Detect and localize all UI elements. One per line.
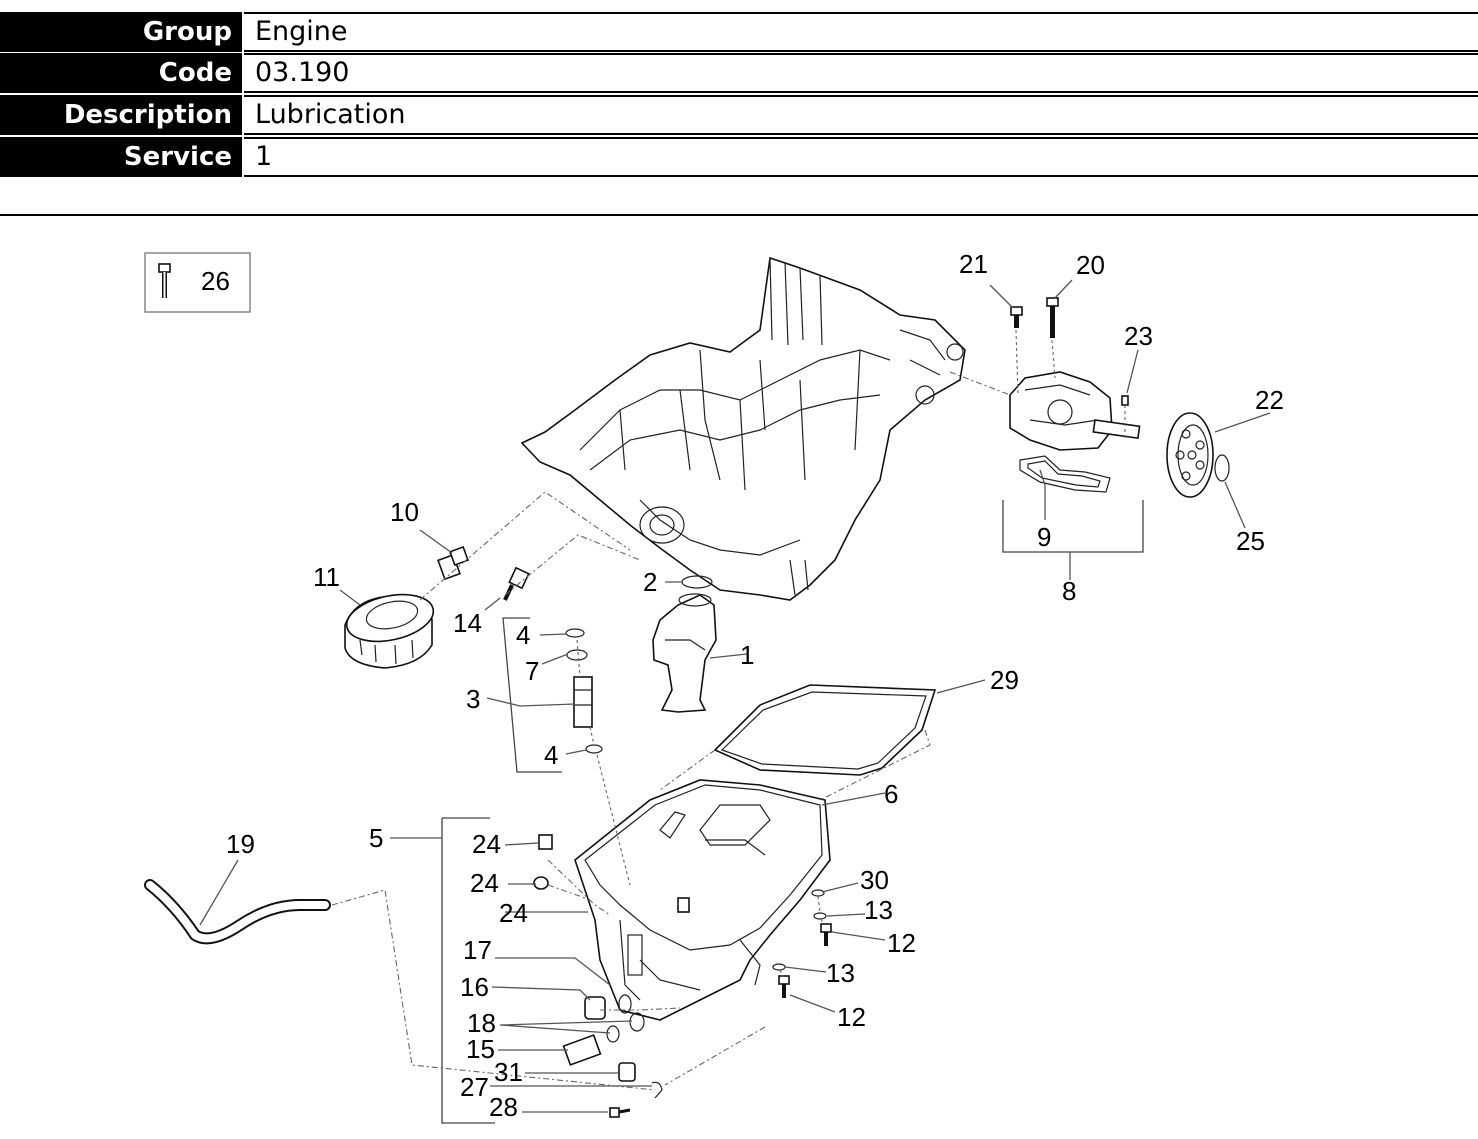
oil-pressure-sensor-drawing — [503, 566, 530, 601]
assembly-lines — [331, 329, 1126, 1091]
drain-plug-16-drawing — [584, 994, 632, 1020]
callout-21: 21 — [959, 249, 988, 279]
callout-15: 15 — [466, 1034, 495, 1064]
callout-20: 20 — [1076, 250, 1105, 280]
screw-12a-drawing — [820, 923, 832, 946]
header-label-group: Group — [0, 12, 242, 52]
callout-9: 9 — [1037, 522, 1051, 552]
screw-21-drawing — [1010, 306, 1023, 328]
header-label-service: Service — [0, 137, 242, 177]
plug-24b-drawing — [533, 876, 549, 890]
callout-28: 28 — [489, 1092, 518, 1122]
callout-24c: 24 — [499, 898, 528, 928]
callout-1: 1 — [740, 640, 754, 670]
oil-strainer-drawing — [652, 575, 717, 713]
callout-10: 10 — [390, 497, 419, 527]
callout-27: 27 — [460, 1072, 489, 1102]
callout-14: 14 — [453, 608, 482, 638]
callout-12a: 12 — [887, 928, 916, 958]
callout-25: 25 — [1236, 526, 1265, 556]
callout-4a: 4 — [516, 620, 530, 650]
screw-12b-drawing — [778, 975, 790, 998]
callout-3: 3 — [466, 684, 480, 714]
callout-5: 5 — [369, 823, 383, 853]
header-value-description: Lubrication — [244, 95, 1478, 135]
leader-lines — [199, 279, 1271, 1113]
callout-30: 30 — [860, 865, 889, 895]
header-value-service: 1 — [244, 137, 1478, 177]
oil-pump-drawing — [1009, 371, 1141, 493]
clip-27-drawing — [651, 1081, 663, 1099]
header-row-service: Service 1 — [0, 137, 1478, 177]
callout-2: 2 — [643, 567, 657, 597]
fitting-15-drawing — [562, 1034, 602, 1066]
header-value-code: 03.190 — [244, 53, 1478, 93]
callout-11: 11 — [313, 562, 340, 592]
callout-24b: 24 — [470, 868, 499, 898]
callout-4b: 4 — [544, 740, 558, 770]
callout-8: 8 — [1062, 576, 1076, 606]
relief-valve-drawing — [565, 628, 603, 754]
callout-16: 16 — [460, 972, 489, 1002]
washer-13a-drawing — [813, 912, 827, 920]
callout-6: 6 — [884, 779, 898, 809]
washer-13b-drawing — [772, 963, 786, 971]
callout-18: 18 — [467, 1008, 496, 1038]
oil-sump-drawing — [574, 779, 831, 1021]
callout-22: 22 — [1255, 385, 1284, 415]
callout-12b: 12 — [837, 1002, 866, 1032]
gasket-29-drawing — [713, 684, 937, 776]
crankcase-drawing — [520, 256, 966, 601]
plug-24a-drawing — [538, 834, 553, 850]
header-label-code: Code — [0, 53, 242, 93]
header-row-code: Code 03.190 — [0, 53, 1478, 93]
group-brackets — [441, 500, 1144, 1124]
header-separator — [0, 214, 1478, 216]
washer-18b-drawing — [629, 1012, 645, 1032]
header-row-description: Description Lubrication — [0, 95, 1478, 135]
callout-17: 17 — [463, 935, 492, 965]
screw-20-drawing — [1046, 297, 1059, 338]
header-value-group: Engine — [244, 12, 1478, 52]
callout-7: 7 — [525, 656, 539, 686]
callout-23: 23 — [1124, 321, 1153, 351]
callout-19: 19 — [226, 829, 255, 859]
filter-fitting-drawing — [437, 546, 469, 581]
washer-30-drawing — [811, 889, 825, 897]
callout-24a: 24 — [472, 829, 501, 859]
callout-13b: 13 — [826, 958, 855, 988]
header-row-group: Group Engine — [0, 12, 1478, 52]
callout-29: 29 — [990, 665, 1019, 695]
plug-31-drawing — [618, 1062, 636, 1082]
oil-filter-drawing — [344, 593, 435, 669]
screw-icon — [158, 263, 171, 298]
callout-31: 31 — [494, 1057, 523, 1087]
header-label-description: Description — [0, 95, 242, 135]
callout-13a: 13 — [864, 895, 893, 925]
washer-18a-drawing — [606, 1025, 620, 1043]
pump-gear-drawing — [1166, 412, 1214, 498]
legend-number: 26 — [201, 266, 230, 296]
dowel-23-drawing — [1121, 395, 1129, 406]
legend-box: 26 — [144, 252, 251, 313]
circlip-25-drawing — [1214, 454, 1230, 482]
breather-hose-drawing — [144, 879, 331, 945]
callout-numbers: 1 2 3 4 4 5 6 7 8 9 10 11 12 12 13 13 14… — [226, 249, 1284, 1122]
screw-28-drawing — [609, 1107, 631, 1118]
